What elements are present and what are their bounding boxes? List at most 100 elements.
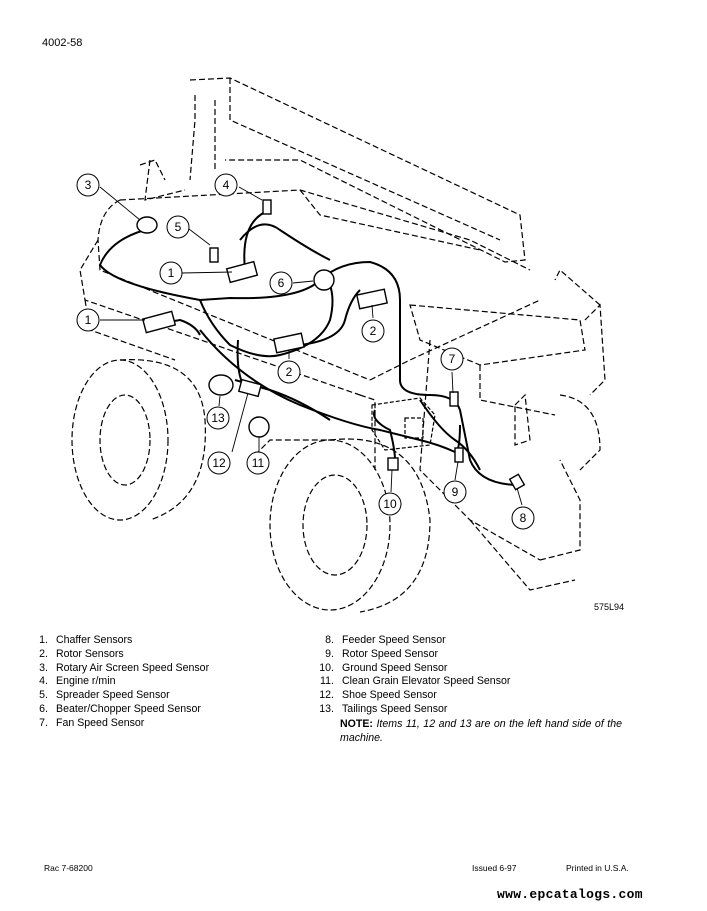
callout-2: 2	[277, 360, 301, 384]
legend-item-label: Shoe Speed Sensor	[342, 689, 437, 702]
callout-number: 5	[175, 220, 182, 234]
legend-item-label: Rotary Air Screen Speed Sensor	[56, 661, 210, 674]
callout-1: 1	[159, 261, 183, 285]
callout-number: 12	[212, 456, 226, 470]
legend-item-label: Beater/Chopper Speed Sensor	[56, 702, 201, 715]
legend-item: 11. Clean Grain Elevator Speed Sensor	[316, 675, 626, 689]
callout-number: 3	[85, 178, 92, 192]
legend-item-number: 5.	[39, 689, 48, 702]
callout-leaders	[99, 186, 523, 506]
page-number: 4002-58	[42, 37, 83, 49]
wiring-harness	[98, 209, 521, 486]
legend-item-number: 8.	[325, 634, 334, 646]
legend-item: 6. Beater/Chopper Speed Sensor	[30, 703, 209, 717]
callout-circle	[378, 492, 402, 516]
callout-6: 6	[269, 271, 293, 295]
legend-item-label: Chaffer Sensors	[56, 634, 133, 646]
legend-item-label: Spreader Speed Sensor	[56, 689, 170, 702]
callout-7: 7	[440, 347, 464, 371]
legend-item-number: 4.	[39, 675, 48, 688]
legend-item: 4. Engine r/min	[30, 675, 209, 689]
callout-number: 2	[286, 365, 293, 379]
footer-issued: Issued 6-97	[472, 863, 517, 873]
legend-item: 7. Fan Speed Sensor	[30, 717, 209, 731]
callout-circle	[511, 506, 535, 530]
callout-circle	[269, 271, 293, 295]
callout-8: 8	[511, 506, 535, 530]
legend-item: 13. Tailings Speed Sensor	[316, 703, 626, 717]
legend-item-label: Fan Speed Sensor	[56, 716, 145, 729]
callout-number: 4	[223, 178, 230, 192]
callout-number: 9	[452, 485, 459, 499]
legend-item-number: 11.	[320, 675, 334, 688]
callout-circle	[443, 480, 467, 504]
callout-circle	[166, 215, 190, 239]
callout-number: 8	[520, 511, 527, 525]
callout-circle	[159, 261, 183, 285]
callout-circle	[277, 360, 301, 384]
legend-item-label: Engine r/min	[56, 675, 116, 688]
callout-10: 10	[378, 492, 402, 516]
legend-item: 5. Spreader Speed Sensor	[30, 689, 209, 703]
legend-item-number: 13.	[319, 702, 334, 715]
callout-circle	[246, 451, 270, 475]
figure-id: 575L94	[594, 602, 625, 612]
legend-item: 10. Ground Speed Sensor	[316, 662, 626, 676]
legend-item-number: 10.	[319, 661, 334, 674]
legend-item-number: 1.	[39, 634, 48, 646]
legend-item: 1. Chaffer Sensors	[30, 634, 209, 648]
callout-2: 2	[361, 319, 385, 343]
legend-item-number: 9.	[325, 647, 334, 660]
callout-5: 5	[166, 215, 190, 239]
legend-item-label: Clean Grain Elevator Speed Sensor	[342, 675, 511, 688]
watermark: www.epcatalogs.com	[497, 887, 643, 902]
legend-item: 9. Rotor Speed Sensor	[316, 648, 626, 662]
legend-item: 8. Feeder Speed Sensor	[316, 634, 626, 648]
note: NOTE: Items 11, 12 and 13 are on the lef…	[340, 717, 622, 745]
note-text: Items 11, 12 and 13 are on the left hand…	[340, 718, 622, 744]
callout-9: 9	[443, 480, 467, 504]
footer-document-id: Rac 7-68200	[44, 863, 93, 873]
legend-right-column: 8. Feeder Speed Sensor 9. Rotor Speed Senso…	[316, 634, 626, 717]
machine-outline	[71, 77, 606, 613]
legend-item: 2. Rotor Sensors	[30, 648, 209, 662]
legend-item-label: Tailings Speed Sensor	[342, 702, 448, 715]
legend-item-number: 2.	[39, 647, 48, 660]
callout-circle	[214, 173, 238, 197]
footer-printed: Printed in U.S.A.	[566, 863, 629, 873]
callout-circle	[440, 347, 464, 371]
legend-item: 12.Shoe Speed Sensor	[316, 689, 626, 703]
callout-circle	[206, 406, 230, 430]
legend-item-number: 6.	[39, 702, 48, 715]
legend-left-column: 1. Chaffer Sensors 2. Rotor Sensors 3. Rotary…	[30, 634, 209, 731]
sensor-components	[136, 199, 526, 491]
legend-item-number: 7.	[39, 716, 48, 729]
callout-number: 2	[370, 324, 377, 338]
legend-item-number: 3.	[39, 661, 48, 674]
callout-circle	[76, 308, 100, 332]
callout-3: 3	[76, 173, 100, 197]
callout-12: 12	[207, 451, 231, 475]
legend-item-label: Feeder Speed Sensor	[342, 634, 446, 646]
callout-number: 6	[278, 276, 285, 290]
callout-11: 11	[246, 451, 270, 475]
note-label: NOTE:	[340, 718, 373, 730]
callout-number: 1	[168, 266, 175, 280]
callout-circle	[76, 173, 100, 197]
legend-item-label: Ground Speed Sensor	[342, 661, 448, 674]
control-module	[371, 397, 436, 451]
callout-circle	[207, 451, 231, 475]
callout-circle	[361, 319, 385, 343]
callout-1: 1	[76, 308, 100, 332]
callout-number: 1	[85, 313, 92, 327]
legend-item-label: Rotor Speed Sensor	[342, 647, 438, 660]
callout-4: 4	[214, 173, 238, 197]
callout-number: 13	[211, 411, 225, 425]
callout-number: 11	[252, 456, 265, 470]
legend-item: 3. Rotary Air Screen Speed Sensor	[30, 662, 209, 676]
callout-13: 13	[206, 406, 230, 430]
legend-item-label: Rotor Sensors	[56, 647, 124, 660]
callout-number: 7	[449, 352, 456, 366]
